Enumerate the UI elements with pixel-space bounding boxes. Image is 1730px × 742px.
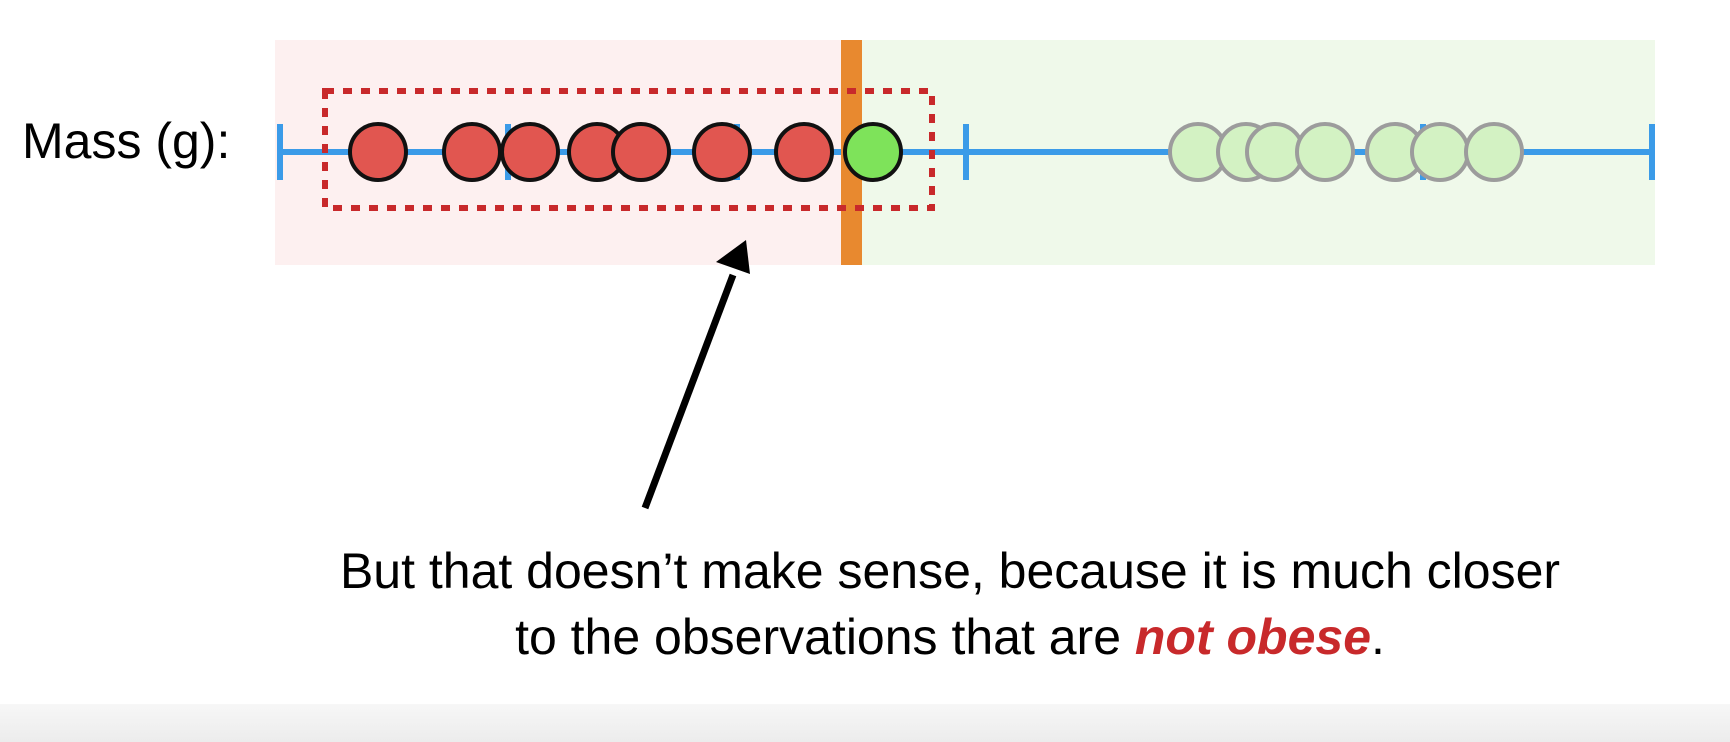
not-obese-points	[1168, 122, 1524, 182]
pointer-arrow-head	[716, 240, 750, 274]
obese-points	[348, 122, 834, 182]
selection-box	[322, 88, 935, 211]
obese-point	[611, 122, 671, 182]
bottom-bar	[0, 704, 1730, 742]
highlighted-point	[843, 122, 903, 182]
caption-line-1: But that doesn’t make sense, because it …	[339, 543, 1561, 599]
not-obese-point	[1295, 122, 1355, 182]
pointer-arrow-shaft	[641, 273, 737, 510]
obese-point	[500, 122, 560, 182]
caption-line-2-suffix: .	[1371, 609, 1385, 665]
axis-label: Mass (g):	[22, 113, 231, 169]
obese-point	[442, 122, 502, 182]
caption-line-2: to the observations that are not obese.	[85, 604, 1730, 670]
not-obese-point	[1245, 122, 1305, 182]
not-obese-point	[1410, 122, 1470, 182]
caption-emphasis: not obese	[1134, 609, 1372, 665]
obese-point	[348, 122, 408, 182]
obese-point	[692, 122, 752, 182]
caption-line-2-prefix: to the observations that are	[515, 609, 1135, 665]
not-obese-point	[1464, 122, 1524, 182]
caption: But that doesn’t make sense, because it …	[0, 538, 1730, 670]
obese-point	[774, 122, 834, 182]
